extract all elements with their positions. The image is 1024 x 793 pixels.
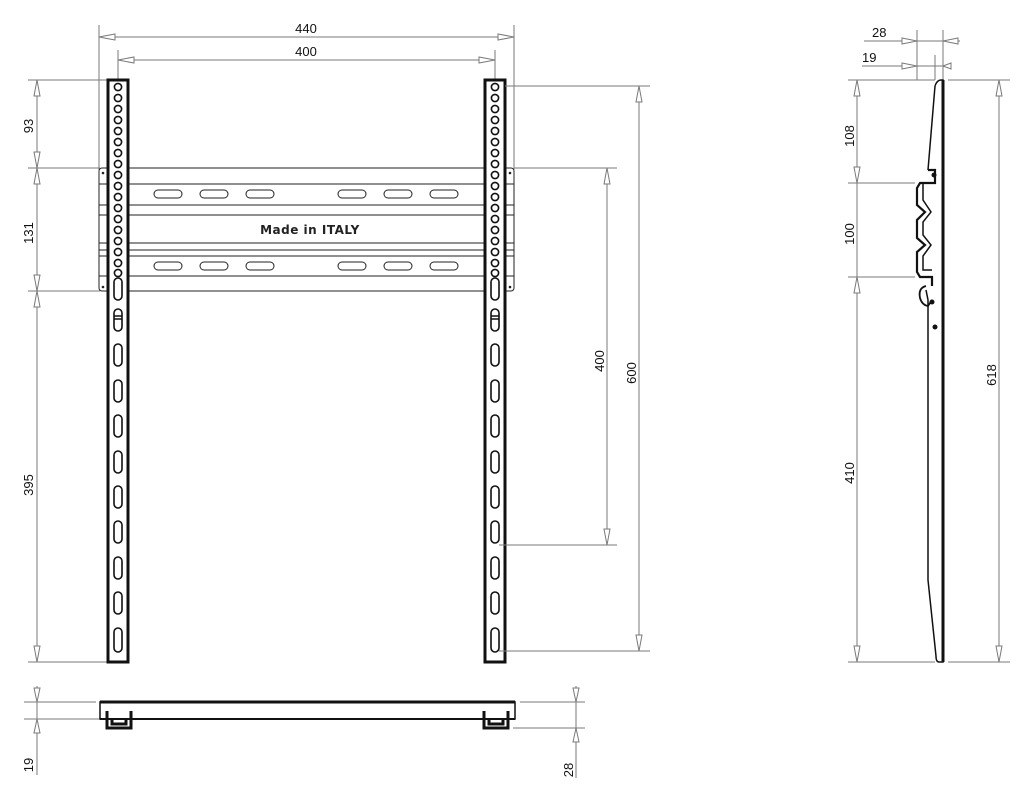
dim-lower-length: 395 [21, 474, 36, 496]
made-in-italy-label: Made in ITALY [260, 223, 360, 237]
left-vertical-bar [106, 78, 130, 664]
front-view: 440 400 93 131 395 [21, 21, 650, 664]
dim-side-lower: 410 [842, 462, 857, 484]
dim-hole-spacing: 400 [295, 44, 317, 59]
dim-bottom-right-depth: 28 [561, 763, 576, 777]
dim-vesa-400: 400 [592, 350, 607, 372]
dim-bottom-left-depth: 19 [21, 758, 36, 772]
dim-rail-height: 131 [21, 222, 36, 244]
dim-depth-max: 28 [872, 25, 886, 40]
dim-overall-width: 440 [295, 21, 317, 36]
bottom-view: 19 28 [21, 686, 585, 778]
right-vertical-bar [483, 78, 507, 664]
dim-side-top: 108 [842, 125, 857, 147]
dim-depth-min: 19 [862, 50, 876, 65]
side-view: 28 19 108 100 410 618 [842, 25, 1010, 663]
dim-side-overall: 618 [984, 364, 999, 386]
dim-top-offset: 93 [21, 119, 36, 133]
dim-vesa-600: 600 [624, 362, 639, 384]
dim-side-rail: 100 [842, 223, 857, 245]
